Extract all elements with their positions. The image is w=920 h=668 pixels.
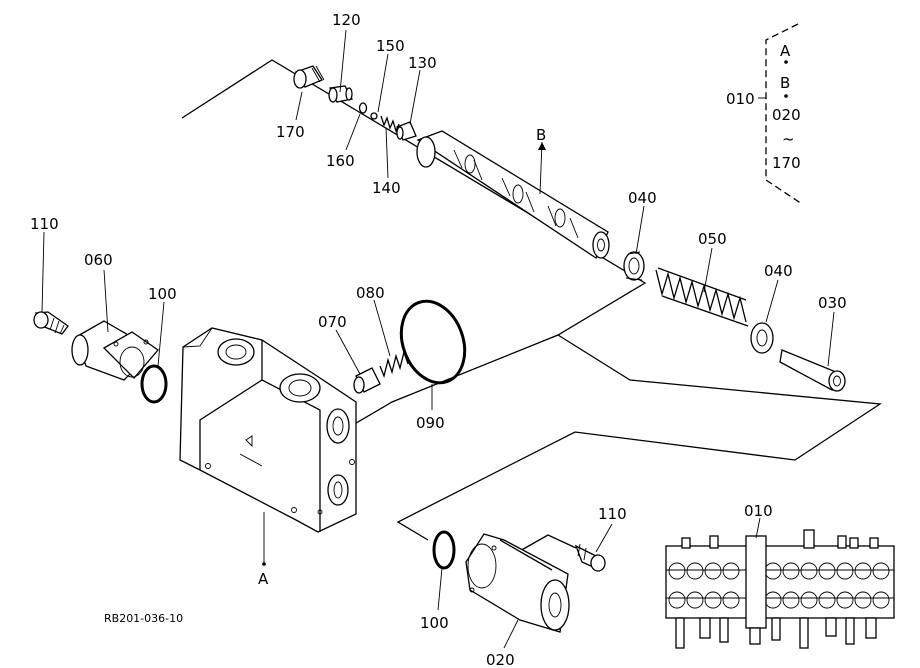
legend-item-A: A (780, 42, 791, 60)
part-110-screw-bottom (574, 543, 606, 572)
label-050: 050 (698, 230, 727, 248)
leader-lines (41, 29, 835, 649)
label-020: 020 (486, 651, 515, 668)
part-labels: 120 150 130 170 160 140 B 040 050 040 03… (30, 11, 847, 668)
part-130-spacer (396, 121, 417, 141)
part-140-spring (380, 115, 400, 133)
legend-range-end: 170 (772, 154, 801, 172)
part-030-bolt (779, 349, 846, 392)
label-120: 120 (332, 11, 361, 29)
label-060: 060 (84, 251, 113, 269)
label-080: 080 (356, 284, 385, 302)
legend-text: 010 A B 020 ~ 170 (726, 42, 801, 172)
assembly-overview-010 (665, 529, 895, 649)
part-120-plunger (328, 85, 353, 103)
part-070-plunger (353, 367, 381, 394)
part-A-valve-body (179, 327, 357, 533)
part-170-plug (293, 65, 325, 89)
part-080-spring (379, 349, 409, 379)
leader-dot-A (262, 562, 266, 566)
legend-bracket (758, 23, 803, 205)
label-040-upper: 040 (628, 189, 657, 207)
leader-arrow-B (538, 142, 546, 150)
label-130: 130 (408, 54, 437, 72)
part-060-cover (71, 320, 159, 381)
part-B-spool (416, 130, 610, 259)
label-100-left: 100 (148, 285, 177, 303)
part-100-oring-left (140, 364, 168, 404)
legend-code-010: 010 (726, 90, 755, 108)
legend-range-start: 020 (772, 106, 801, 124)
label-110-bottom: 110 (598, 505, 627, 523)
label-160: 160 (326, 152, 355, 170)
label-090: 090 (416, 414, 445, 432)
legend-range-separator: ~ (782, 130, 795, 148)
label-B: B (536, 126, 546, 144)
assembly-outline (181, 59, 882, 553)
label-100-bottom: 100 (420, 614, 449, 632)
part-110-screw-left (33, 311, 69, 335)
part-040-spring-seat-lower (750, 322, 774, 354)
part-160-washer (358, 102, 368, 114)
label-150: 150 (376, 37, 405, 55)
label-040-lower: 040 (764, 262, 793, 280)
label-170: 170 (276, 123, 305, 141)
part-090-oring (399, 299, 467, 385)
label-140: 140 (372, 179, 401, 197)
legend-item-B: B (780, 74, 790, 92)
part-050-spring (655, 267, 749, 327)
drawing-code: RB201-036-10 (104, 612, 183, 625)
label-A: A (258, 570, 269, 588)
label-070: 070 (318, 313, 347, 331)
part-020-cover (465, 533, 570, 633)
label-110-left: 110 (30, 215, 59, 233)
part-100-oring-bottom (432, 530, 456, 570)
part-040-spring-seat-upper (623, 251, 645, 281)
part-150-ball (370, 112, 378, 120)
label-010-assembly: 010 (744, 502, 773, 520)
label-030: 030 (818, 294, 847, 312)
